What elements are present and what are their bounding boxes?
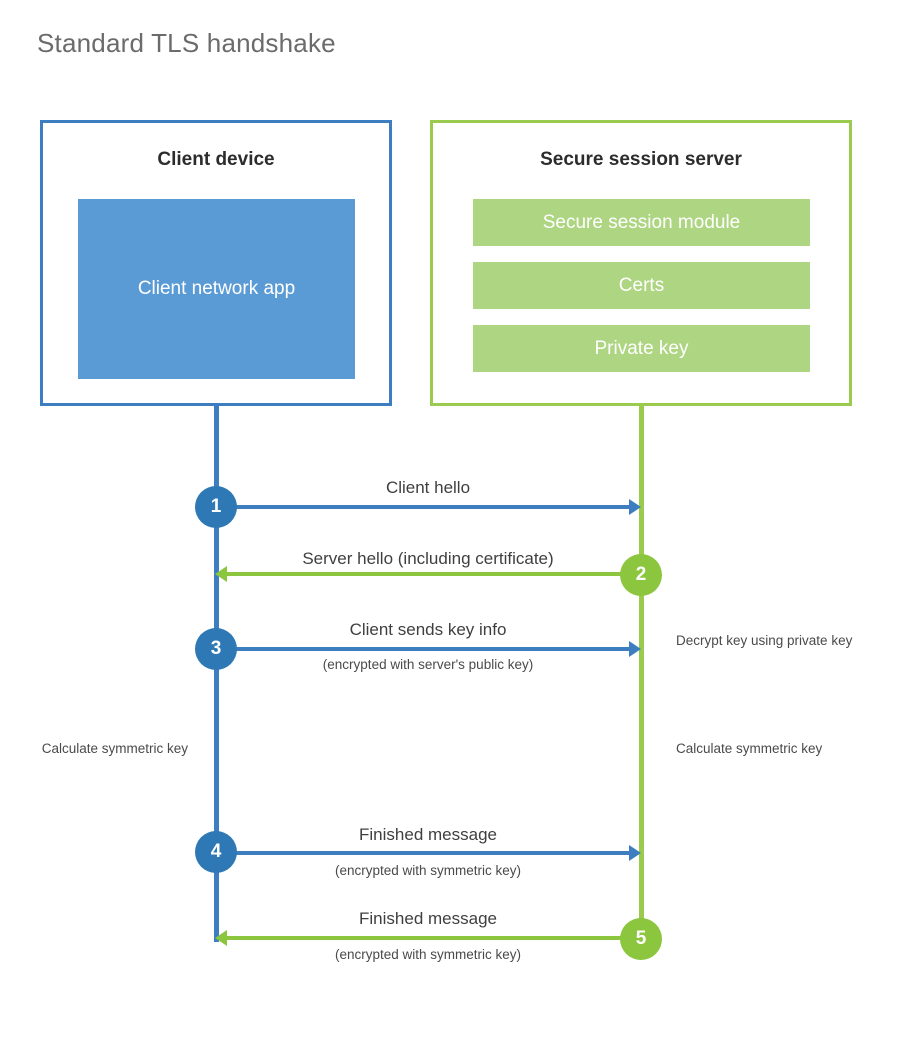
step-4-circle[interactable]: 4 [195,831,237,873]
server-lifeline [639,406,644,940]
step-2-arrow [215,566,640,582]
step-3-arrow [216,641,641,657]
secure-session-server-title: Secure session server [540,149,742,170]
step-1-circle[interactable]: 1 [195,486,237,528]
client-device-title: Client device [157,149,275,170]
step-2-circle[interactable]: 2 [620,554,662,596]
server-components-list: Secure session module Certs Private key [473,199,810,372]
server-component-certs: Certs [473,262,810,309]
step-2-label: Server hello (including certificate) [302,549,554,568]
step-5-circle[interactable]: 5 [620,918,662,960]
client-device-box: Client device Client network app [40,120,392,406]
step-4-arrow [216,845,641,861]
step-3-circle[interactable]: 3 [195,628,237,670]
server-component-private-key: Private key [473,325,810,372]
note-calculate-symmetric-key-server: Calculate symmetric key [676,741,823,756]
client-network-app-block: Client network app [78,199,355,379]
step-5-arrow [215,930,640,946]
page-title: Standard TLS handshake [37,28,336,58]
step-5-sublabel: (encrypted with symmetric key) [334,947,522,962]
note-calculate-symmetric-key-client: Calculate symmetric key [41,741,188,756]
secure-session-server-box: Secure session server Secure session mod… [430,120,852,406]
step-4-sublabel: (encrypted with symmetric key) [334,863,522,878]
step-1-label: Client hello [385,478,471,497]
step-1-arrow [216,499,641,515]
server-component-secure-session-module: Secure session module [473,199,810,246]
step-3-sublabel: (encrypted with server's public key) [322,657,534,672]
note-decrypt-key: Decrypt key using private key [676,633,853,648]
step-3-label: Client sends key info [349,620,507,639]
step-5-label: Finished message [359,909,497,928]
step-4-label: Finished message [359,825,497,844]
client-lifeline [214,406,219,942]
